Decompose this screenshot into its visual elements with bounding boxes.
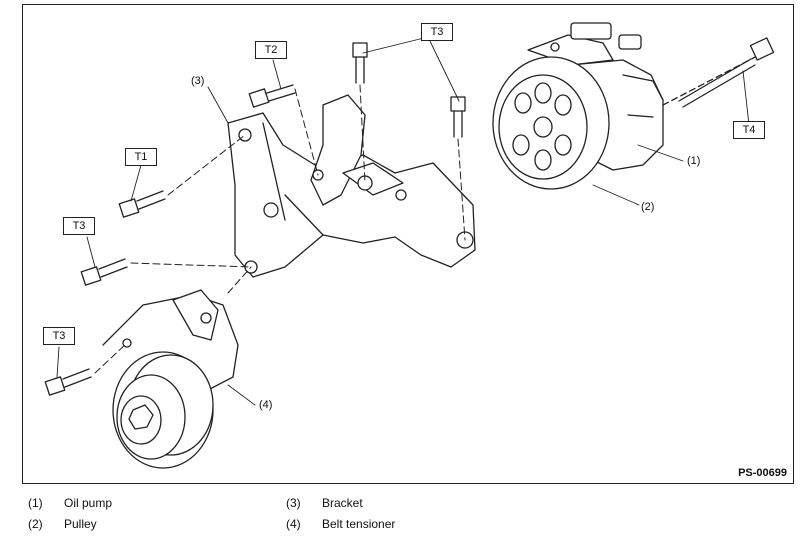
bolt-t2-drawing <box>248 84 296 108</box>
legend-text: Oil pump <box>64 496 113 510</box>
torque-label-t1: T1 <box>125 148 157 166</box>
belt-tensioner-drawing <box>102 289 239 469</box>
bolt-t3-left-drawing <box>80 258 128 286</box>
torque-label-t3-bottom: T3 <box>43 327 75 345</box>
bolt-t3-top-drawing <box>352 42 466 138</box>
callout-bracket: (3) <box>191 75 205 87</box>
legend-text: Pulley <box>64 517 97 531</box>
torque-label-t3-top: T3 <box>421 23 453 41</box>
legend-number: (4) <box>286 517 301 531</box>
oil-pump-drawing <box>492 22 664 190</box>
bracket-drawing <box>227 94 476 278</box>
legend-number: (1) <box>28 496 43 510</box>
torque-label-t4: T4 <box>733 121 765 139</box>
legend-number: (2) <box>28 517 43 531</box>
legend-item-belt-tensioner: (4) Belt tensioner <box>286 517 395 531</box>
legend-item-pulley: (2) Pulley <box>28 517 97 531</box>
bolt-t3-bottom-drawing <box>44 368 92 396</box>
diagram-frame: T2 T3 T1 T3 T3 T4 (3) (1) (2) (4) PS-006… <box>22 4 794 484</box>
long-bolt-drawing <box>662 37 775 108</box>
legend-text: Bracket <box>322 496 363 510</box>
exploded-view-drawing <box>44 22 775 469</box>
legend-item-oil-pump: (1) Oil pump <box>28 496 112 510</box>
callout-belt-tensioner: (4) <box>259 399 273 411</box>
callout-oil-pump: (1) <box>687 155 701 167</box>
legend-number: (3) <box>286 496 301 510</box>
bolt-t1-drawing <box>118 190 166 218</box>
torque-label-t3-left: T3 <box>63 217 95 235</box>
legend-item-bracket: (3) Bracket <box>286 496 363 510</box>
torque-label-t2: T2 <box>255 41 287 59</box>
figure-code: PS-00699 <box>738 467 787 479</box>
legend-text: Belt tensioner <box>322 517 396 531</box>
callout-pulley: (2) <box>641 201 655 213</box>
